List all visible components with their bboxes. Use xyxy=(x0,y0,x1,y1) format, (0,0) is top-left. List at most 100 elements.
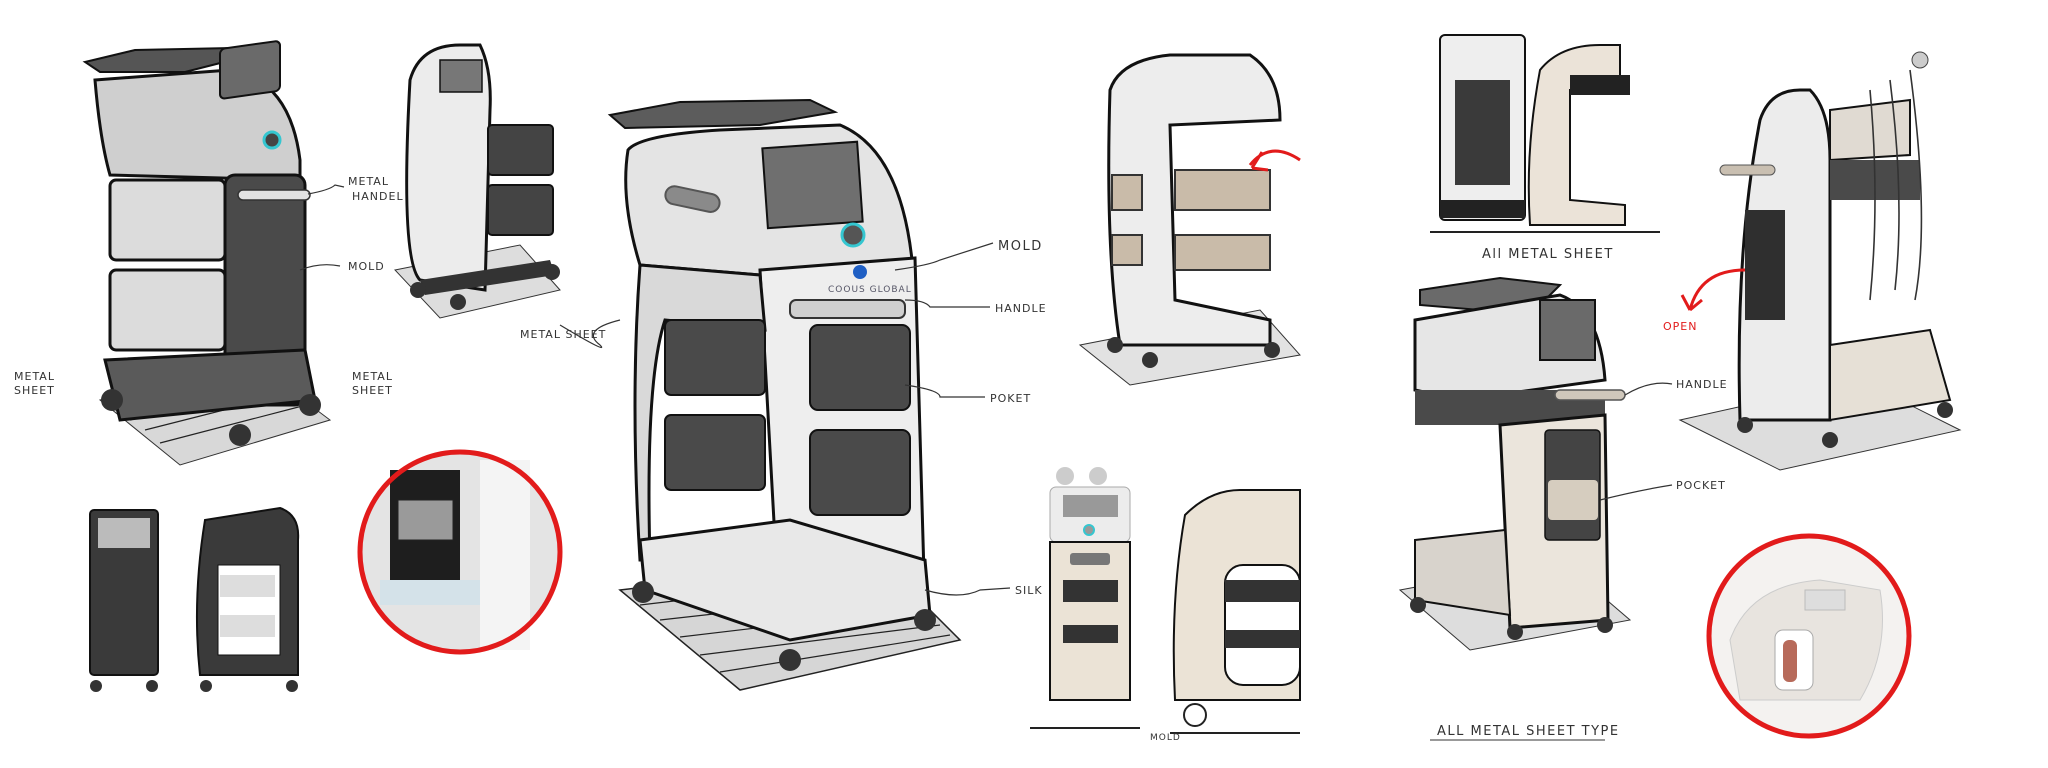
probe-holder xyxy=(1056,467,1074,485)
front-view xyxy=(89,509,159,676)
cart-base xyxy=(1414,528,1512,617)
shelf xyxy=(664,414,766,491)
cart-beige-perspective: HANDLE POCKET xyxy=(1398,276,1728,651)
pocket-flap xyxy=(1548,480,1598,520)
wheel xyxy=(1822,432,1838,448)
shelf xyxy=(1225,630,1300,648)
shelf xyxy=(1174,169,1271,211)
leader-line xyxy=(924,587,1011,596)
cart-main-perspective: COOUS GLOBAL METAL SHEET MOLD HANDLE POK… xyxy=(520,98,1047,691)
label-mold: MOLD xyxy=(998,239,1043,254)
screen xyxy=(219,40,281,100)
label-metal-handel: HANDEL xyxy=(352,190,404,203)
leader-line xyxy=(904,299,990,308)
caption-all-metal-sheet: All METAL SHEET xyxy=(1482,247,1614,262)
brand-name: COOUS GLOBAL xyxy=(828,285,912,295)
label-metal-sheet: METAL SHEET xyxy=(520,328,606,341)
wheel xyxy=(1142,352,1158,368)
label-poket: POKET xyxy=(990,392,1031,405)
shelf xyxy=(1063,625,1118,643)
label-metal-sheet: METAL xyxy=(352,370,393,383)
shelf xyxy=(1111,174,1143,211)
leader-line xyxy=(299,264,341,271)
probe-holder xyxy=(1911,51,1929,69)
handle xyxy=(789,299,906,319)
detail-ring xyxy=(357,449,563,655)
wheel xyxy=(914,609,936,631)
wheel xyxy=(1107,337,1123,353)
wheel xyxy=(200,680,212,692)
shelf xyxy=(487,124,554,176)
label-metal-handel: METAL xyxy=(348,175,389,188)
open-arrow-icon xyxy=(1680,268,1746,312)
cart-beige-shelves-perspective xyxy=(1078,53,1301,386)
shelf xyxy=(1063,580,1118,602)
label-pocket: POCKET xyxy=(1676,479,1726,492)
cart-white-small xyxy=(394,43,561,319)
front-view xyxy=(1049,541,1131,701)
probe-cables xyxy=(1869,69,1923,301)
metal-handle xyxy=(237,189,311,201)
screen xyxy=(439,59,483,93)
shelf-upper xyxy=(108,178,227,262)
label-silk: SILK xyxy=(1015,584,1043,597)
dark-panel xyxy=(1745,210,1785,320)
wheel xyxy=(90,680,102,692)
label-metal-sheet: METAL xyxy=(14,370,55,383)
wheel xyxy=(286,680,298,692)
cart-dark-orthographic-views xyxy=(89,506,300,692)
top-tray xyxy=(82,46,242,73)
cart-base xyxy=(1829,328,1952,422)
brand-logo-icon xyxy=(853,265,867,279)
power-knob xyxy=(262,130,282,150)
detail-ring xyxy=(1706,533,1912,739)
leader-line xyxy=(1599,484,1673,501)
cart-tall-perspective: OPEN xyxy=(1663,51,1962,471)
detail-circle-pocket xyxy=(357,449,563,655)
screen xyxy=(1063,495,1118,517)
wheel xyxy=(229,424,251,446)
wheel xyxy=(410,282,426,298)
label-handle: HANDLE xyxy=(1676,378,1728,391)
shelf xyxy=(220,575,275,597)
detail-circle-probe-holder xyxy=(1706,533,1912,739)
front-handle xyxy=(1070,553,1110,565)
shelf xyxy=(664,319,766,396)
label-handle: HANDLE xyxy=(995,302,1047,315)
cart-base xyxy=(420,260,555,295)
side-grip xyxy=(664,185,721,213)
handle xyxy=(1719,164,1776,176)
screen xyxy=(1539,299,1596,361)
wheel xyxy=(1183,703,1207,727)
side-view xyxy=(1527,44,1626,226)
pocket xyxy=(809,324,911,411)
leader-line xyxy=(894,242,994,271)
caption-all-metal-sheet-type: ALL METAL SHEET TYPE xyxy=(1437,724,1620,739)
cart-upper-right xyxy=(1829,98,1911,162)
wheel xyxy=(1737,417,1753,433)
label-mold: MOLD xyxy=(1150,733,1181,743)
wheel xyxy=(1597,617,1613,633)
wheel xyxy=(1410,597,1426,613)
front-view-head xyxy=(98,518,150,548)
power-knob xyxy=(1083,524,1095,536)
top-tray xyxy=(607,98,839,130)
detail-device xyxy=(397,499,454,541)
label-open: OPEN xyxy=(1663,320,1697,333)
wheel xyxy=(1264,342,1280,358)
front-base xyxy=(1440,200,1525,218)
label-metal-sheet: SHEET xyxy=(14,384,55,397)
leader-line xyxy=(904,384,985,398)
left-column xyxy=(633,263,767,562)
label-metal-sheet: SHEET xyxy=(352,384,393,397)
shelf xyxy=(487,184,554,236)
cart-orthographic-views-bottom: MOLD ALL METAL SHEET TYPE xyxy=(1030,467,1620,743)
cart-dark-perspective: METAL HANDEL MOLD METAL SHEET METAL SHEE… xyxy=(14,40,404,466)
wheel xyxy=(299,394,321,416)
wheel xyxy=(1937,402,1953,418)
wheel xyxy=(450,294,466,310)
handle xyxy=(1554,389,1626,401)
label-mold: MOLD xyxy=(348,260,385,273)
shelf xyxy=(1111,234,1143,266)
